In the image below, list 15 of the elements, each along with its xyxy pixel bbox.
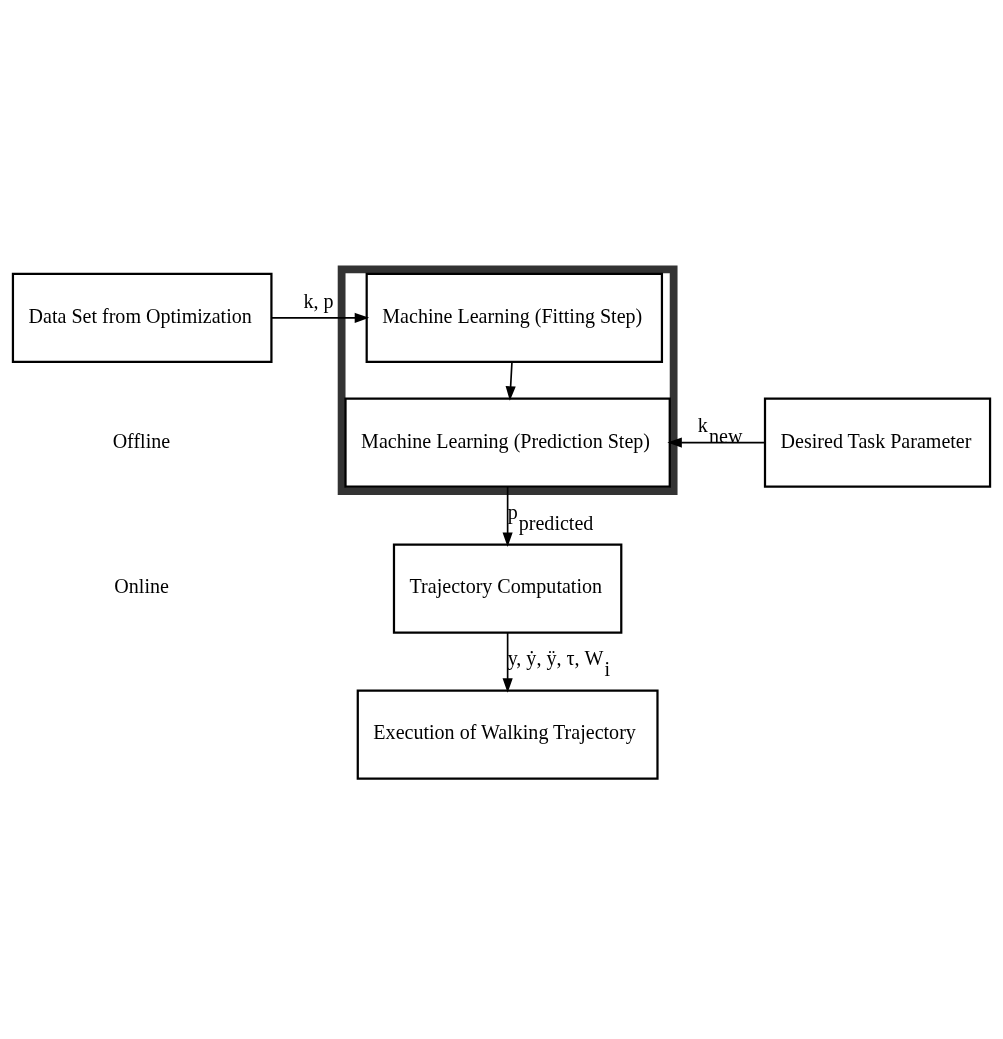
arrow bbox=[505, 361, 516, 401]
node-box: Desired Task Parameter bbox=[763, 397, 992, 488]
node-box: Data Set from Optimization bbox=[11, 272, 273, 363]
node-box: Machine Learning (Fitting Step) bbox=[365, 272, 664, 363]
arrow bbox=[270, 312, 370, 323]
cluster bbox=[337, 265, 678, 495]
arrow bbox=[667, 437, 766, 448]
node-box: Trajectory Computation bbox=[392, 543, 623, 634]
node-box: Execution of Walking Trajectory bbox=[356, 689, 659, 780]
label: Offline bbox=[112, 429, 171, 452]
node-box: Machine Learning (Prediction Step) bbox=[344, 397, 671, 488]
arrow bbox=[502, 486, 513, 547]
edge-label: k, p bbox=[303, 290, 334, 313]
arrow bbox=[502, 631, 513, 693]
label: Online bbox=[114, 575, 169, 598]
